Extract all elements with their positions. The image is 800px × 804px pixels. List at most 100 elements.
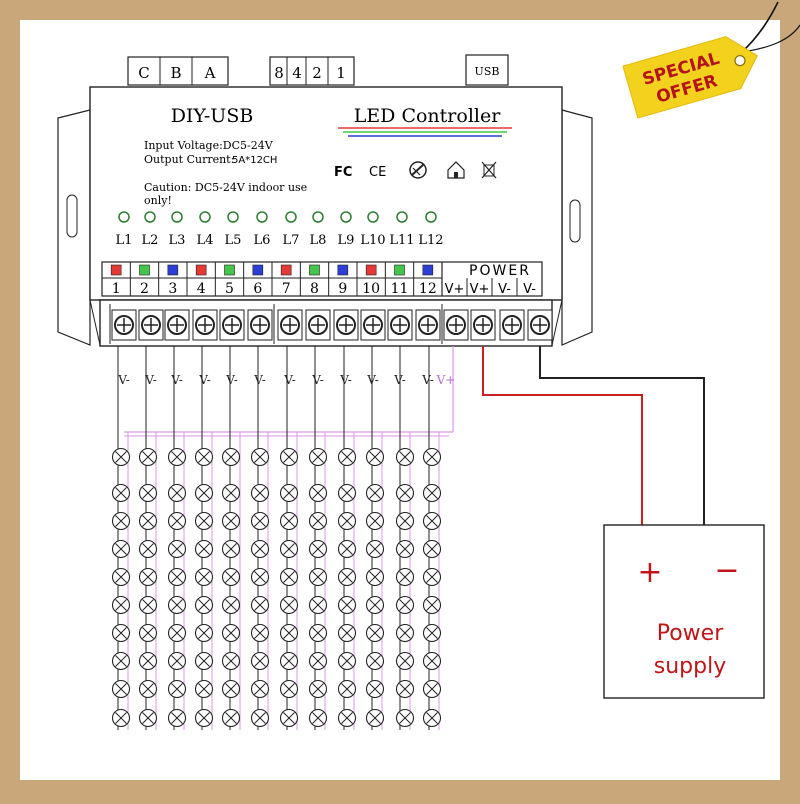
led-bulb (308, 483, 328, 503)
led-bulb (167, 708, 187, 728)
led-bulb (279, 539, 299, 559)
badge-hole (734, 55, 746, 67)
led-bulb (395, 651, 415, 671)
led-bulb (138, 567, 158, 587)
led-bulb (308, 539, 328, 559)
led-bulb (365, 447, 385, 467)
wire-label-vminus-10: V- (366, 373, 379, 387)
spec-current-value: 5A*12CH (232, 155, 277, 166)
wire-label-vminus-2: V- (144, 373, 157, 387)
channel-color-11 (394, 264, 405, 276)
led-bulb (194, 539, 214, 559)
channel-color-1 (110, 264, 122, 276)
channel-number-9: 9 (338, 281, 347, 297)
led-bulb (221, 447, 241, 467)
screw-terminal-14 (470, 309, 496, 341)
screw-terminal-2 (138, 309, 164, 341)
channel-number-5: 5 (225, 281, 234, 297)
led-indicator-8 (312, 211, 324, 223)
led-bulb (337, 447, 357, 467)
screw-terminal-10 (360, 309, 386, 341)
led-label-3: L3 (169, 233, 186, 248)
led-bulb (167, 679, 187, 699)
channel-number-7: 7 (282, 281, 291, 297)
led-bulb (279, 511, 299, 531)
led-bulb (279, 567, 299, 587)
led-bulb (279, 708, 299, 728)
controller-title: DIY-USB (171, 105, 254, 127)
led-bulb (194, 483, 214, 503)
power-terminal-label-1: V+ (445, 282, 465, 297)
led-bulb (395, 483, 415, 503)
power-supply-label-2: supply (654, 654, 726, 679)
led-bulb (194, 567, 214, 587)
led-bulb (111, 447, 131, 467)
power-supply-box (603, 524, 765, 699)
mounting-ear-right (561, 109, 593, 346)
led-indicator-5 (227, 211, 239, 223)
led-bulb (221, 567, 241, 587)
channel-number-10: 10 (362, 281, 380, 297)
led-bulb (422, 623, 442, 643)
led-bulb (194, 708, 214, 728)
channel-color-4 (195, 264, 207, 276)
led-bulb (422, 567, 442, 587)
wire-label-vminus-7: V- (283, 373, 296, 387)
led-label-5: L5 (225, 233, 242, 248)
header-box-a: A (204, 64, 216, 82)
screw-terminal-15 (499, 309, 525, 341)
led-indicator-9 (340, 211, 352, 223)
led-label-4: L4 (197, 233, 214, 248)
led-indicator-10 (367, 211, 379, 223)
subtitle-rgb-underline (338, 127, 512, 137)
led-bulb (250, 567, 270, 587)
led-bulb (194, 595, 214, 615)
led-bulb (167, 483, 187, 503)
dip-header-8421: 8 4 2 1 (269, 56, 355, 86)
led-bulb (422, 511, 442, 531)
led-bulb (308, 447, 328, 467)
spec-current-label: Output Current: (144, 153, 234, 166)
led-label-9: L9 (338, 233, 355, 248)
led-bulb (250, 483, 270, 503)
led-bulb (365, 708, 385, 728)
led-bulb (337, 483, 357, 503)
supply-positive-wire (482, 346, 643, 525)
led-bulb (111, 511, 131, 531)
led-label-6: L6 (254, 233, 271, 248)
led-bulb (365, 567, 385, 587)
led-bulb (250, 651, 270, 671)
led-bulb (111, 567, 131, 587)
led-bulb (250, 447, 270, 467)
channel-number-3: 3 (168, 281, 177, 297)
screw-terminal-8 (305, 309, 331, 341)
led-bulb (111, 708, 131, 728)
led-bulb (365, 595, 385, 615)
led-bulb (138, 708, 158, 728)
channel-wire-labels: V-V-V-V-V-V-V-V-V-V-V-V-V+ (117, 373, 455, 387)
fc-icon: FC (334, 165, 352, 180)
channel-number-4: 4 (197, 281, 206, 297)
led-bulb (395, 539, 415, 559)
header-box-4: 4 (292, 64, 302, 82)
led-bulb (279, 595, 299, 615)
led-bulb (395, 567, 415, 587)
led-label-12: L12 (418, 233, 443, 248)
led-bulb (422, 708, 442, 728)
led-bulb (167, 595, 187, 615)
usb-label: USB (475, 65, 500, 78)
led-bulb (337, 595, 357, 615)
header-box-8: 8 (274, 64, 284, 82)
screw-terminals (109, 304, 553, 344)
led-bulb (111, 539, 131, 559)
supply-negative-wire (539, 346, 705, 525)
led-bulb (221, 483, 241, 503)
led-bulb (138, 651, 158, 671)
led-bulb (365, 511, 385, 531)
led-bulb (279, 483, 299, 503)
led-bulb (365, 679, 385, 699)
channel-color-12 (422, 264, 434, 276)
power-terminal-label-4: V- (523, 282, 536, 297)
power-terminal-label-3: V- (498, 282, 511, 297)
